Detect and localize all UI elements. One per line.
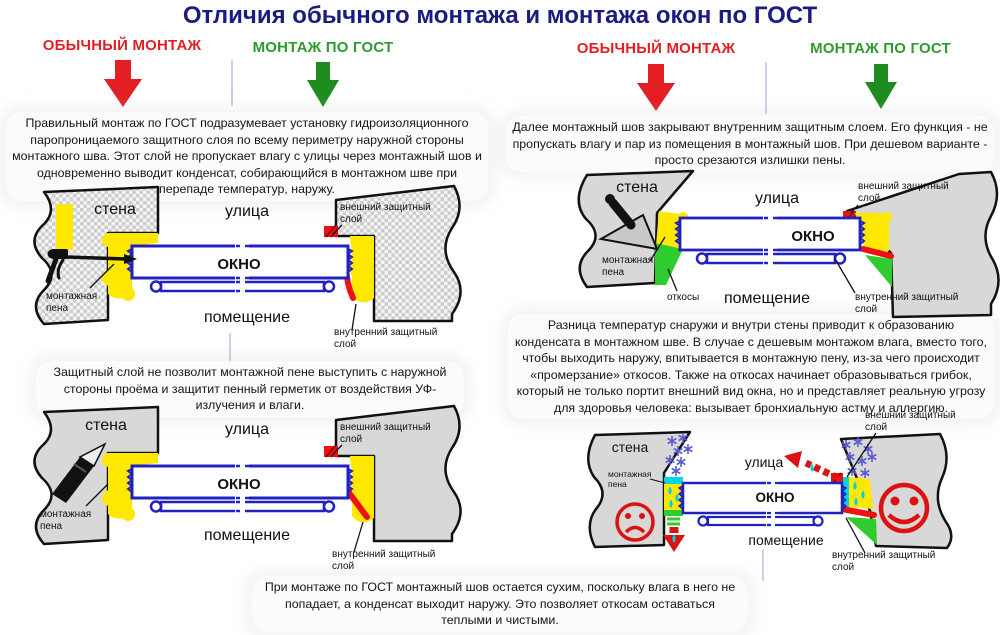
paragraph-right-middle: Разница температур снаружи и внутри стен… [508,314,994,419]
outer-layer-label: внешний защитный [865,410,956,421]
foam-channel [56,204,73,250]
wall-label: стена [616,179,658,196]
window-label: ОКНО [791,228,835,245]
window: ОКНО [126,461,354,516]
inner-layer-label: слой [332,561,354,572]
red-down-arrow-icon [101,60,145,113]
inner-layer-label: внутренний защитный [832,550,935,561]
inner-protective-layer [860,246,894,259]
right-wall [334,184,462,323]
outer-layer-label: внешний защитный [340,422,431,433]
divider [762,549,764,581]
outer-layer-label: внешний защитный [340,202,431,213]
frozen-strip [843,477,849,507]
wall-label: стена [612,439,649,455]
header-gost-right: МОНТАЖ ПО ГОСТ [810,40,951,57]
inner-protective-layer [839,506,877,518]
inner-layer-label: внутренний защитный [332,549,435,560]
foam-label: пена [602,267,624,278]
room-label: помещение [204,527,290,544]
outer-layer-label: слой [340,434,362,445]
header-ordinary-left: ОБЫЧНЫЙ МОНТАЖ [42,37,202,54]
red-down-arrow-icon [634,64,678,117]
window: ОКНО [126,241,354,296]
diagram-knife: ОКНО стена улица помещение монтажная пен… [33,404,462,572]
window-label: ОКНО [217,476,261,493]
slope-left [655,243,683,285]
vapor-out-arrow [784,451,840,482]
sad-face-icon [615,502,655,542]
slopes-label: откосы [667,292,699,303]
foam-wet-right [849,477,873,509]
room-label: помещение [724,290,810,307]
outer-layer-label: внешний защитный [858,181,949,192]
wall-label: стена [85,417,127,434]
inner-layer-label: слой [334,339,356,350]
divider [765,62,767,114]
foam-left [102,453,158,521]
foam-label: монтажная [46,291,97,302]
inner-layer-label: слой [855,304,877,315]
street-label: улица [745,454,784,470]
window-label: ОКНО [217,256,261,273]
room-label: помещение [204,309,290,326]
green-down-arrow-icon [304,62,342,113]
diagram-foam-gun: ОКНО стена улица помещение монтажная пен… [33,184,462,350]
header-gost-left: МОНТАЖ ПО ГОСТ [252,39,394,56]
left-wall [33,185,160,326]
foam-label: пена [46,303,68,314]
foam-label: монтажная [602,255,653,266]
paragraph-right-top: Далее монтажный шов закрывают внутренним… [506,116,994,172]
happy-face-icon [878,482,930,534]
outer-layer-label: слой [340,214,362,225]
header-ordinary-right: ОБЫЧНЫЙ МОНТАЖ [576,40,736,57]
divider [229,333,231,363]
window: ОКНО [677,479,848,529]
foam-label: монтажная [40,509,91,520]
foam-right [349,236,374,303]
foam-left [102,233,158,301]
outer-layer-label: слой [865,422,887,433]
water-down-arrow [663,527,685,552]
paragraph-left-top: Правильный монтаж по ГОСТ подразумевает … [6,112,488,201]
inner-layer-label: слой [832,562,854,573]
foam-gun-icon [45,249,137,284]
slope-right [846,517,877,545]
inner-layer-label: внутренний защитный [334,327,437,338]
right-wall [845,170,1000,319]
left-wall [33,405,160,546]
foam-label: монтажная [608,469,652,479]
diagram-slopes: ОКНО стена улица помещение монтажная пен… [577,169,1000,319]
window: ОКНО [674,213,866,268]
slope-right [865,255,892,287]
foam-label: пена [608,479,627,489]
window-label: ОКНО [756,490,795,505]
street-label: улица [225,203,269,220]
utility-knife-icon [52,442,107,503]
right-wall [334,404,462,543]
page-title: Отличия обычного монтажа и монтажа окон … [182,2,818,29]
paragraph-bottom: При монтаже по ГОСТ монтажный шов остает… [252,576,748,632]
frozen-strip [664,477,683,484]
street-label: улица [225,421,269,438]
green-down-arrow-icon [862,64,900,115]
diagram-comparison-faces: ОКНО стена улица помещение монтажная пен… [587,410,956,573]
street-label: улица [755,190,799,207]
room-label: помещение [748,532,823,548]
slope-left [664,510,683,526]
inner-protective-layer [344,487,370,520]
foam-wet-left [664,484,683,510]
foam-label: пена [40,521,62,532]
paragraph-left-middle: Защитный слой не позволит монтажной пене… [36,361,464,417]
divider [231,60,233,106]
left-wall [587,430,692,549]
wall-label: стена [94,201,136,218]
outer-layer-label: слой [858,193,880,204]
trowel-icon [598,194,659,251]
inner-layer-label: внутренний защитный [855,292,958,303]
